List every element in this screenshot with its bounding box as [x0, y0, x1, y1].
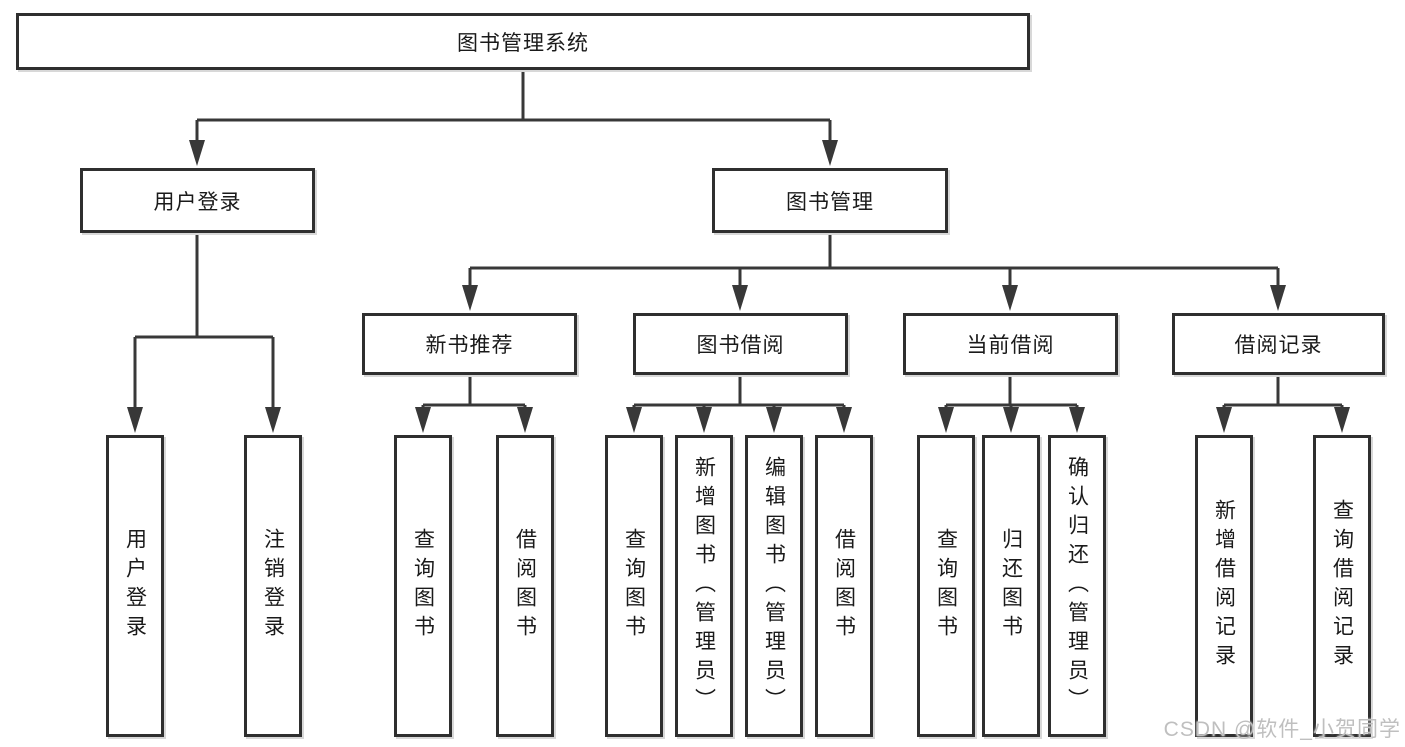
leaf-edit-books-admin: 编辑图书（管理员） — [745, 435, 803, 737]
leaf-add-books-admin: 新增图书（管理员） — [675, 435, 733, 737]
node-borrow-records: 借阅记录 — [1172, 313, 1385, 375]
leaf-return-books: 归还图书 — [982, 435, 1040, 737]
leaf-query-books-borrow-label: 查询图书 — [622, 528, 646, 644]
node-library-system-label: 图书管理系统 — [457, 31, 589, 55]
leaf-user-login-label: 用户登录 — [123, 528, 147, 644]
leaf-add-books-admin-label: 新增图书（管理员） — [692, 455, 716, 717]
node-new-book-recommend: 新书推荐 — [362, 313, 577, 375]
node-book-management-label: 图书管理 — [786, 190, 874, 214]
node-new-book-recommend-label: 新书推荐 — [425, 334, 514, 357]
leaf-query-books-borrow: 查询图书 — [605, 435, 663, 737]
node-library-system: 图书管理系统 — [16, 13, 1030, 70]
leaf-query-borrow-record: 查询借阅记录 — [1313, 435, 1371, 737]
leaf-logout: 注销登录 — [244, 435, 302, 737]
node-book-management: 图书管理 — [712, 168, 948, 233]
leaf-user-login: 用户登录 — [106, 435, 164, 737]
leaf-borrow-books-label: 借阅图书 — [832, 528, 856, 644]
leaf-query-books-recommend-label: 查询图书 — [411, 528, 435, 644]
node-user-login: 用户登录 — [80, 168, 315, 233]
leaf-confirm-return-admin-label: 确认归还（管理员） — [1065, 455, 1089, 717]
leaf-borrow-books: 借阅图书 — [815, 435, 873, 737]
leaf-query-books-current-label: 查询图书 — [934, 528, 958, 644]
leaf-query-borrow-record-label: 查询借阅记录 — [1330, 499, 1354, 673]
node-user-login-label: 用户登录 — [153, 190, 242, 214]
node-book-borrow-label: 图书借阅 — [696, 334, 785, 357]
leaf-edit-books-admin-label: 编辑图书（管理员） — [762, 455, 786, 717]
node-current-borrow: 当前借阅 — [903, 313, 1118, 375]
leaf-borrow-books-recommend: 借阅图书 — [496, 435, 554, 737]
leaf-query-books-current: 查询图书 — [917, 435, 975, 737]
leaf-return-books-label: 归还图书 — [999, 528, 1023, 644]
leaf-query-books-recommend: 查询图书 — [394, 435, 452, 737]
node-current-borrow-label: 当前借阅 — [966, 334, 1055, 357]
leaf-add-borrow-record-label: 新增借阅记录 — [1212, 499, 1236, 673]
node-book-borrow: 图书借阅 — [633, 313, 848, 375]
arrowheads — [127, 140, 1350, 433]
node-borrow-records-label: 借阅记录 — [1234, 334, 1323, 357]
csdn-watermark: CSDN @软件_小贺同学 — [1163, 718, 1401, 741]
leaf-borrow-books-recommend-label: 借阅图书 — [513, 528, 537, 644]
leaf-confirm-return-admin: 确认归还（管理员） — [1048, 435, 1106, 737]
leaf-logout-label: 注销登录 — [261, 528, 285, 644]
leaf-add-borrow-record: 新增借阅记录 — [1195, 435, 1253, 737]
